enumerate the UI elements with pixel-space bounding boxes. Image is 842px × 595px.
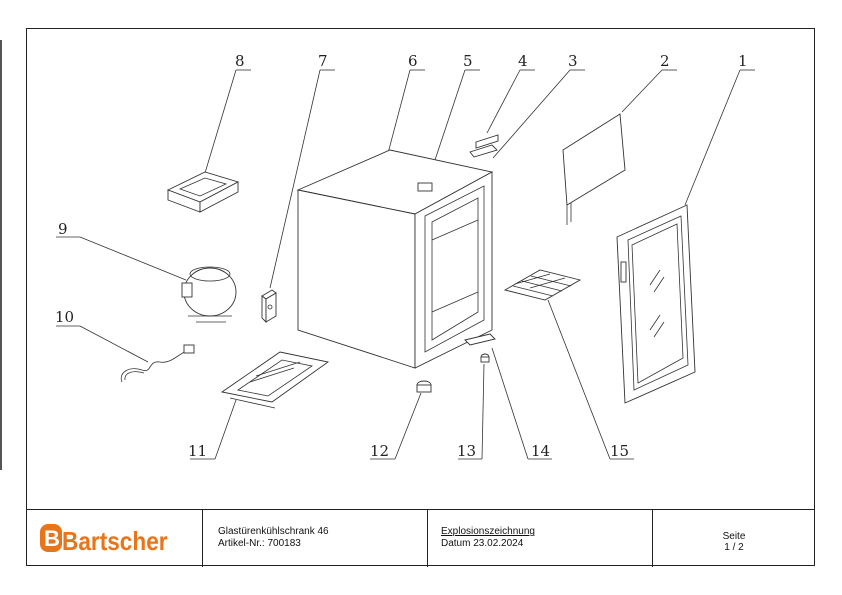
callout-labels: 1 2 3 4 5 6 7 8 9 10 11 12 13 14 15: [55, 52, 748, 460]
part-hinge-bottom: [464, 333, 496, 346]
callout-8: 8: [235, 52, 245, 70]
product-info: Glastürenkühlschrank 46 Artikel-Nr.: 700…: [202, 510, 427, 567]
part-glass-panel: [562, 113, 626, 225]
part-cabinet-body: [296, 149, 494, 369]
title-block: B Bartscher Glastürenkühlschrank 46 Arti…: [26, 509, 815, 567]
article-number: Artikel-Nr.: 700183: [218, 538, 301, 549]
part-base-frame: [220, 351, 330, 409]
page-label: Seite: [722, 531, 746, 542]
callout-2: 2: [660, 52, 670, 70]
page-number: 1 / 2: [724, 542, 744, 553]
part-thermostat: [261, 289, 277, 324]
callout-9: 9: [58, 220, 68, 238]
callout-12: 12: [370, 442, 389, 460]
svg-text:B: B: [44, 526, 60, 551]
leader-lines: [56, 69, 755, 460]
callout-13: 13: [457, 442, 476, 460]
part-hinge-top: [469, 134, 499, 158]
callout-4: 4: [518, 52, 528, 70]
brand-logo: B Bartscher: [26, 510, 202, 567]
callout-3: 3: [568, 52, 578, 70]
page-info: Seite 1 / 2: [652, 510, 815, 567]
part-compressor: [181, 266, 237, 323]
callout-10: 10: [55, 308, 74, 326]
callout-7: 7: [318, 52, 328, 70]
callout-11: 11: [188, 442, 207, 460]
callout-6: 6: [408, 52, 418, 70]
binding-edge: [0, 40, 2, 470]
product-name: Glastürenkühlschrank 46: [218, 526, 329, 537]
callout-5: 5: [463, 52, 473, 70]
bartscher-logo: B Bartscher: [40, 524, 168, 557]
part-drip-tray: [166, 171, 240, 213]
part-feet: [416, 353, 490, 393]
svg-text:Bartscher: Bartscher: [62, 528, 168, 557]
drawing-date: Datum 23.02.2024: [441, 538, 524, 549]
callout-1: 1: [738, 52, 748, 70]
callout-15: 15: [610, 442, 629, 460]
drawing-frame: [26, 28, 815, 566]
part-glass-door: [616, 204, 696, 404]
drawing-type: Explosionszeichnung: [441, 526, 535, 537]
part-wire-shelf: [503, 269, 582, 301]
drawing-info: Explosionszeichnung Datum 23.02.2024: [427, 510, 652, 567]
callout-14: 14: [531, 442, 550, 460]
part-power-cord: [120, 344, 195, 383]
